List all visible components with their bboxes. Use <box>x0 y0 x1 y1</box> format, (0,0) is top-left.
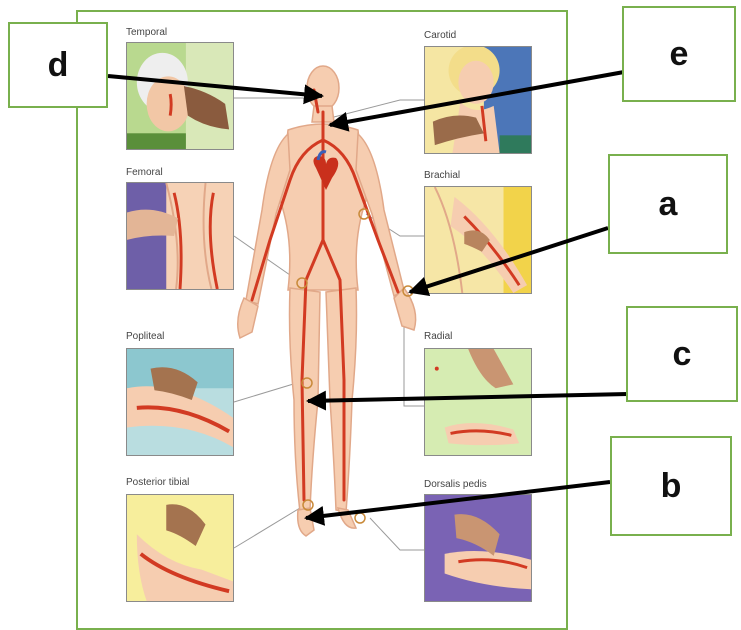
callout-e: e <box>622 6 736 102</box>
arrow-b <box>306 482 610 518</box>
callout-d: d <box>8 22 108 108</box>
callout-a: a <box>608 154 728 254</box>
arrow-c <box>308 394 628 401</box>
callout-c: c <box>626 306 738 402</box>
arrow-d <box>108 76 322 96</box>
arrow-a <box>410 228 608 292</box>
callout-b: b <box>610 436 732 536</box>
arrow-e <box>330 72 624 125</box>
